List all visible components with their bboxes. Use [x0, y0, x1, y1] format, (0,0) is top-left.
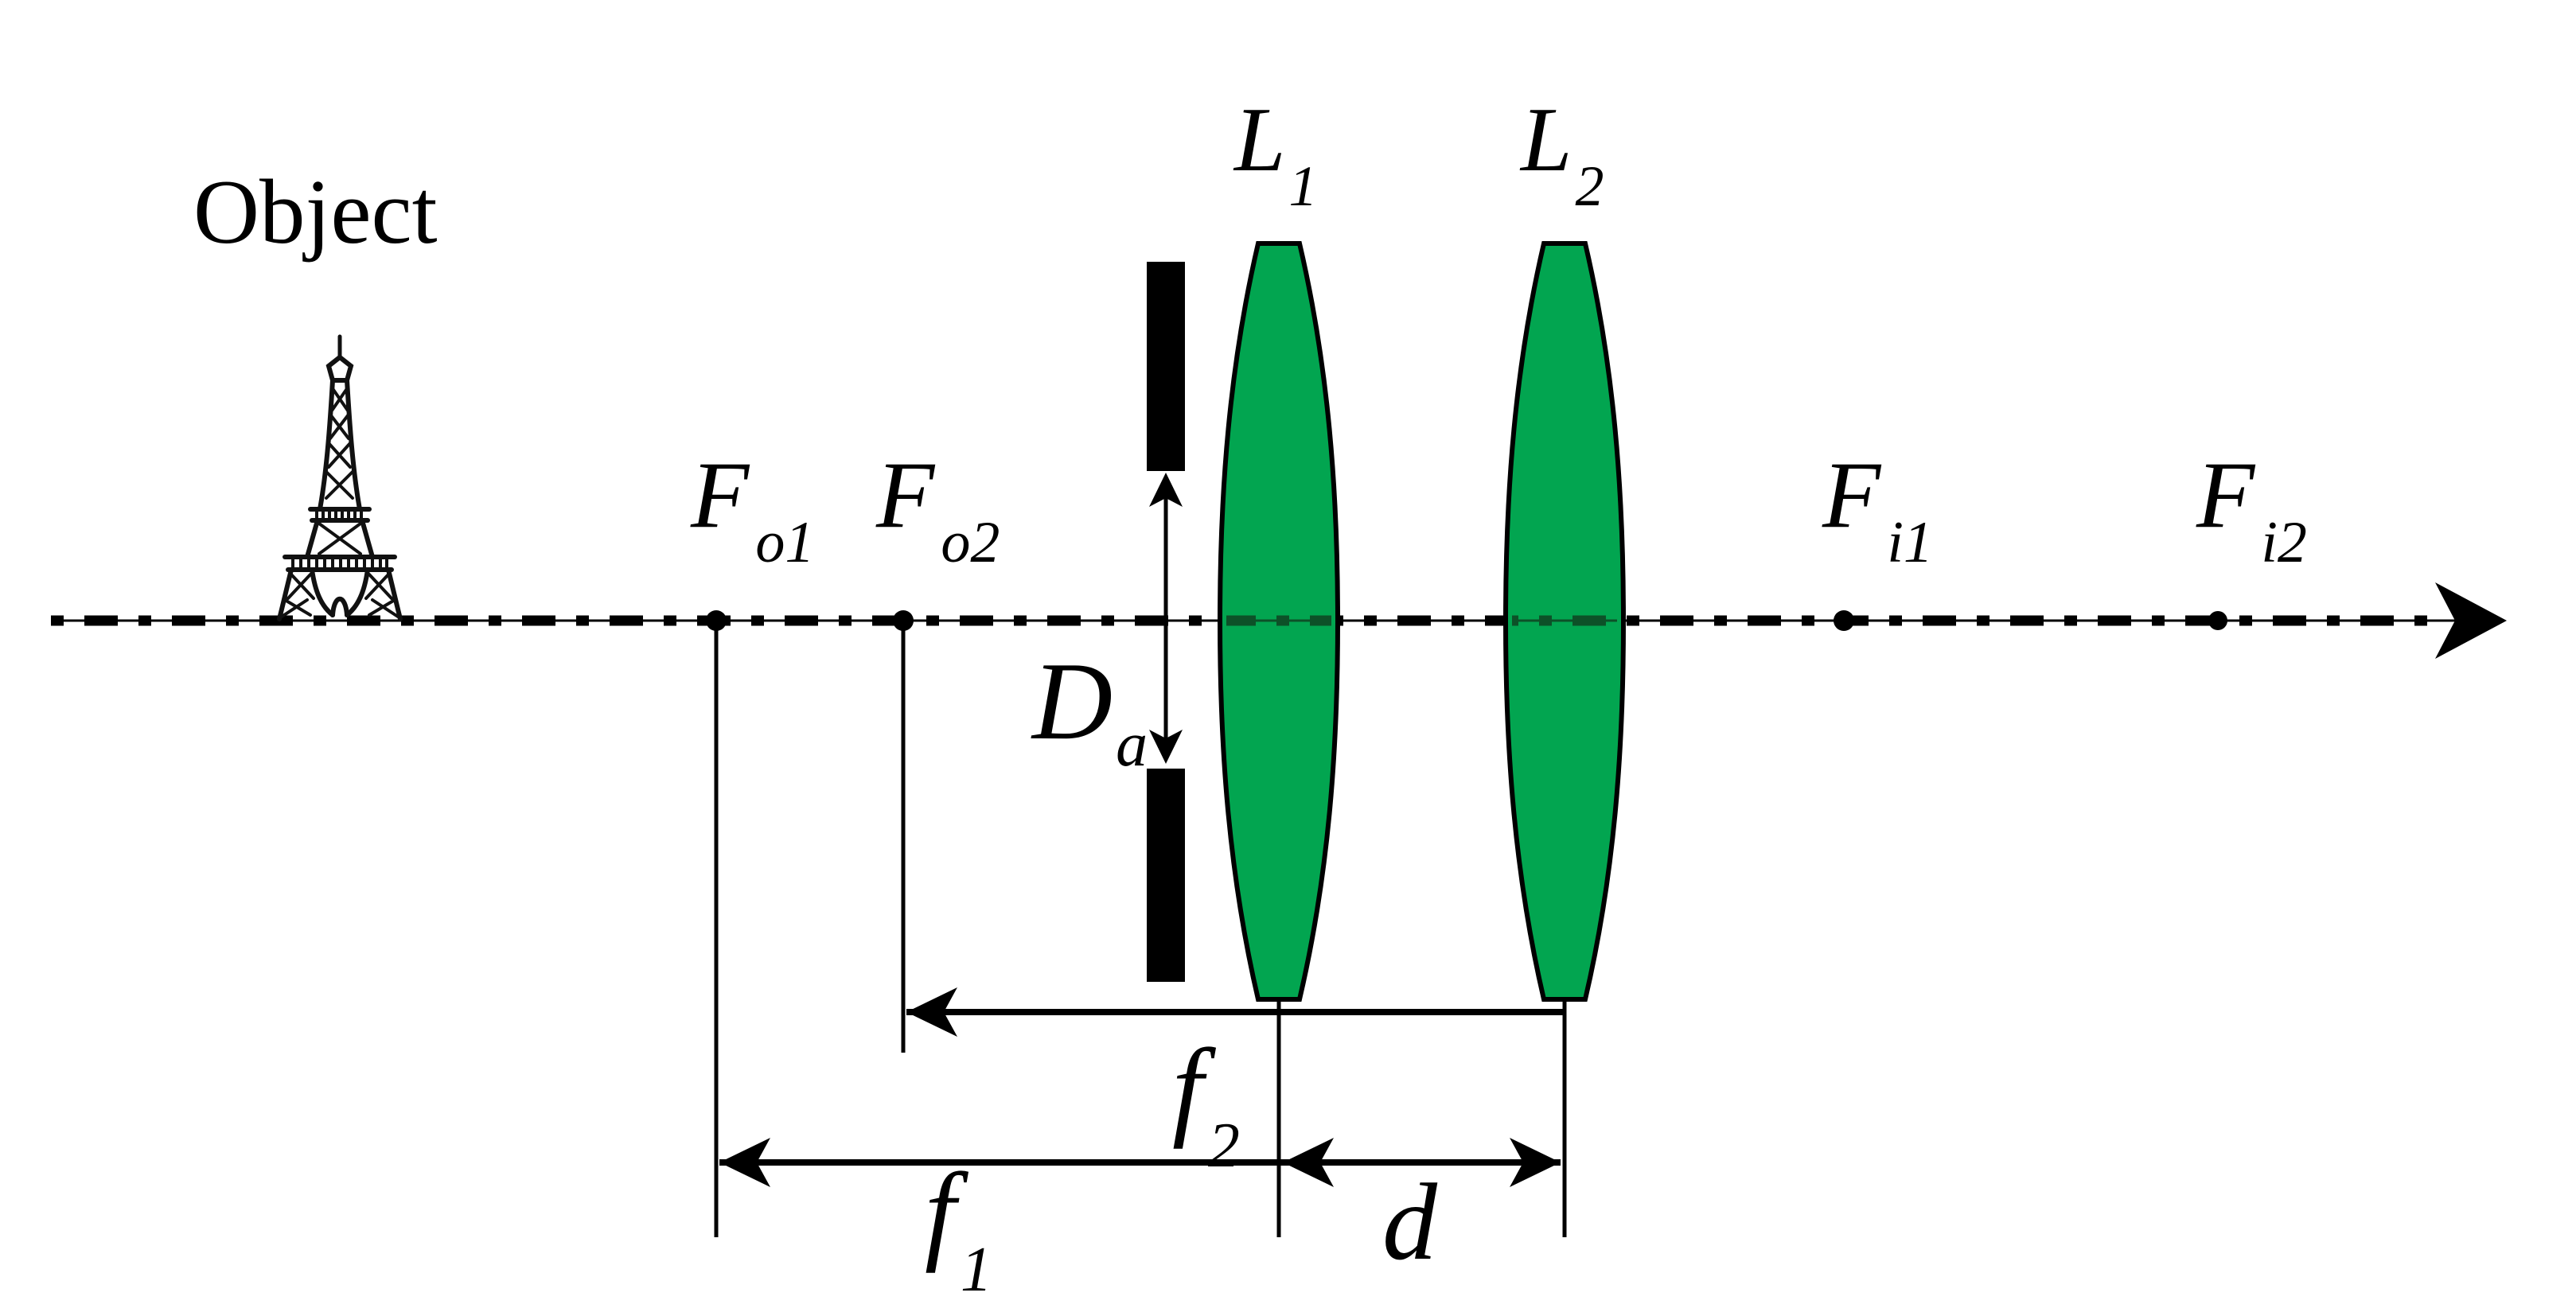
aperture-stop — [1147, 262, 1185, 982]
tower-mid-left — [305, 518, 320, 559]
arrowhead-right-icon — [1510, 1138, 1561, 1187]
tower-mid-lattice — [318, 522, 362, 555]
label-lens1: L1 — [1233, 89, 1318, 218]
aperture-bottom-blade — [1147, 769, 1185, 982]
object-label: Object — [193, 162, 438, 263]
optical-axis-arrow-icon — [2435, 582, 2507, 659]
arrowhead-down-icon — [1149, 730, 1183, 764]
tower-leg-left-inner — [310, 567, 335, 617]
tower-leg-lattice — [280, 573, 399, 618]
arrowhead-up-icon — [1149, 473, 1183, 507]
arrowhead-left-icon — [1283, 1138, 1334, 1187]
dimension-f2 — [906, 987, 1565, 1037]
aperture-top-blade — [1147, 262, 1185, 471]
tower-arch — [330, 597, 349, 617]
tower-lower-platform — [283, 555, 397, 572]
tower-column-right — [345, 378, 362, 512]
arrowhead-left-icon — [719, 1138, 770, 1187]
tower-leg-right-inner — [345, 567, 370, 617]
dimension-f1-d — [719, 1138, 1561, 1187]
label-f1: f1 — [925, 1151, 992, 1305]
tower-mid-right — [360, 518, 375, 559]
focal-point-dot-fi2 — [2208, 611, 2227, 630]
tower-upper-platform — [308, 507, 372, 523]
tower-top-knob — [325, 354, 354, 383]
tower-column-left — [318, 378, 335, 512]
label-lens2: L2 — [1519, 89, 1604, 218]
aperture-diameter-arrow — [1149, 473, 1183, 764]
label-f2: f2 — [1172, 1026, 1240, 1181]
arrowhead-left-icon — [906, 987, 957, 1037]
focal-point-dot-fi1 — [1834, 610, 1854, 631]
tower-column-lattice — [325, 386, 354, 500]
label-d: d — [1382, 1161, 1438, 1283]
label-aperture-diameter: Da — [1031, 640, 1148, 780]
eiffel-tower-icon — [277, 334, 403, 621]
extension-lines — [714, 621, 1567, 1237]
